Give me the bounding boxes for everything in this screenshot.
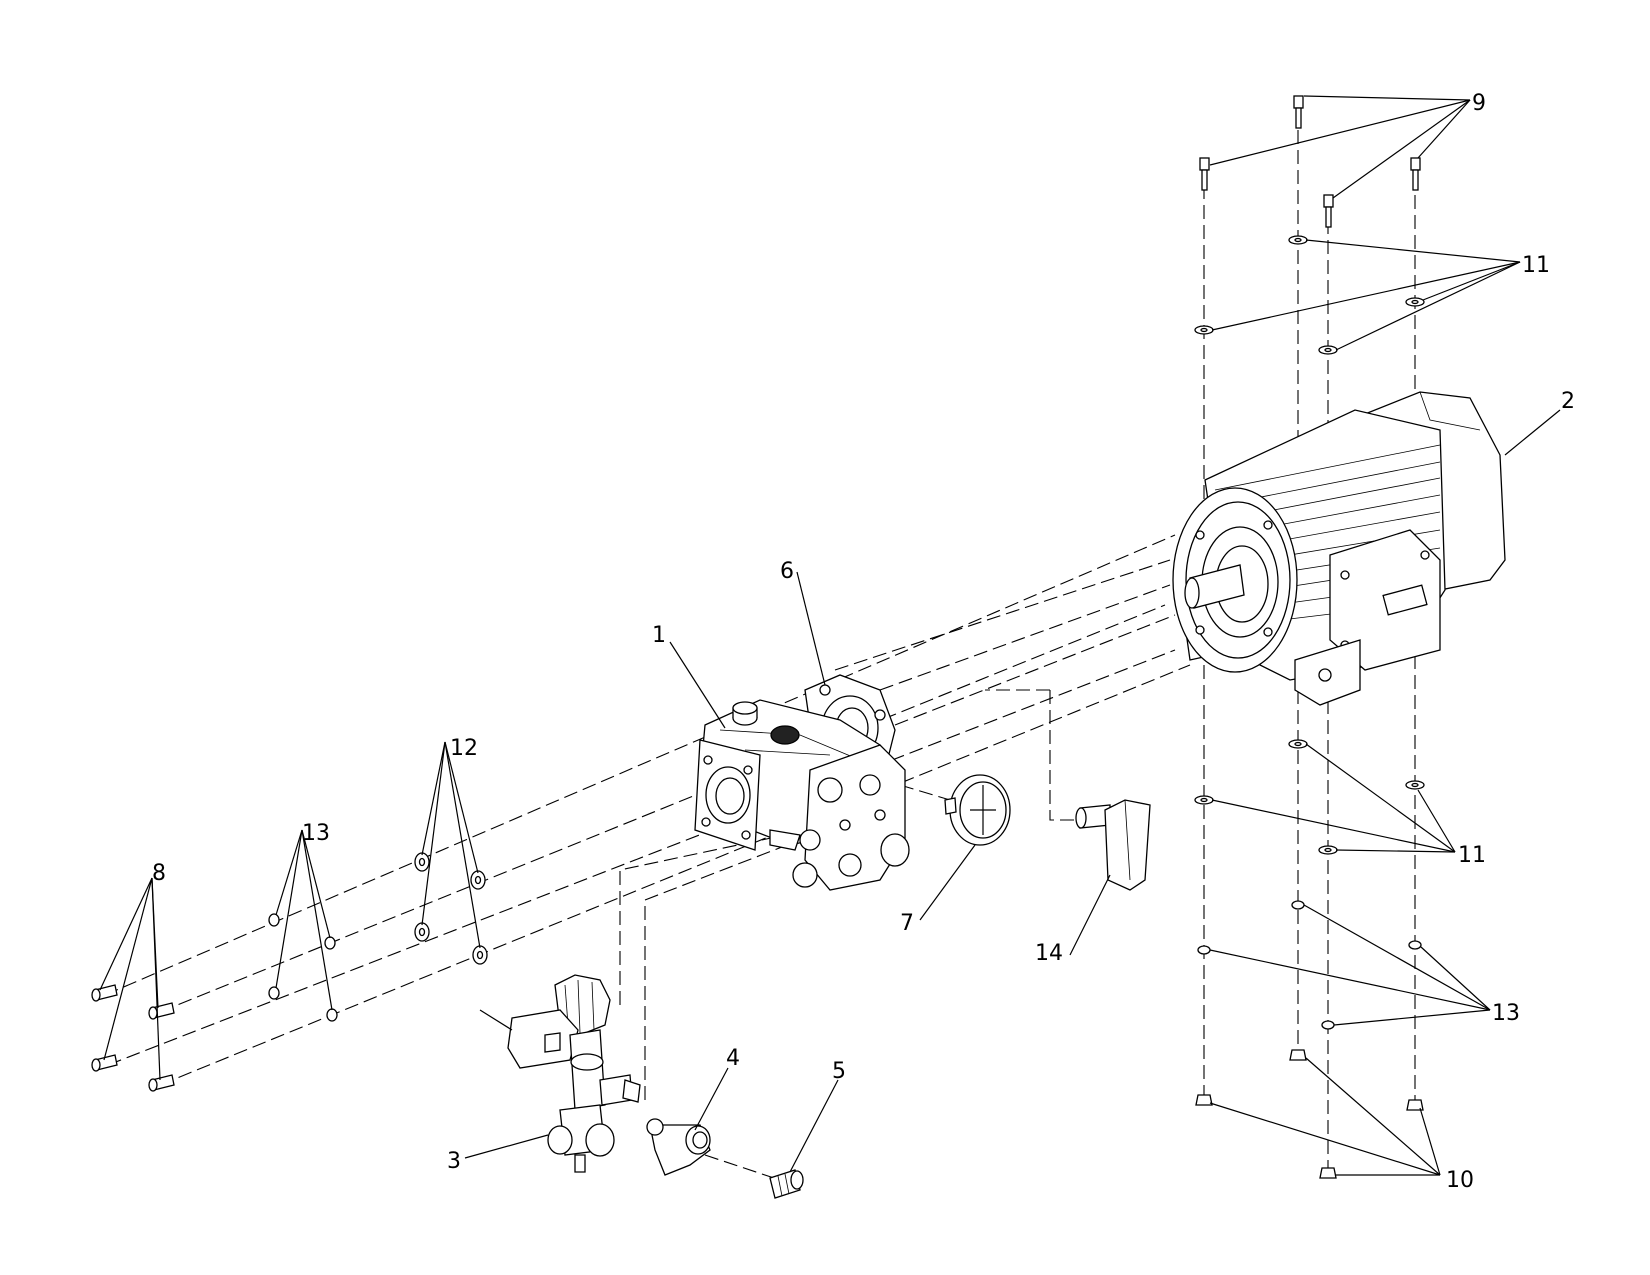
pressure-gauge bbox=[944, 774, 1011, 846]
hose-fitting bbox=[769, 1169, 804, 1199]
washers-11-bottom bbox=[1194, 739, 1425, 855]
nuts-13-right bbox=[1197, 900, 1422, 1030]
callout-13-left: 13 bbox=[302, 821, 330, 846]
unloader-valve bbox=[479, 974, 641, 1173]
callout-2: 2 bbox=[1561, 389, 1575, 414]
shaft-key bbox=[1075, 799, 1151, 891]
callout-12: 12 bbox=[450, 736, 478, 761]
washers-12 bbox=[414, 852, 488, 965]
callout-3: 3 bbox=[447, 1149, 461, 1174]
callout-13-right: 13 bbox=[1492, 1001, 1520, 1026]
callout-6: 6 bbox=[780, 559, 794, 584]
callout-14: 14 bbox=[1035, 941, 1063, 966]
pump-assembly bbox=[694, 674, 910, 891]
washers-11-top bbox=[1194, 235, 1425, 355]
callout-7: 7 bbox=[900, 911, 914, 936]
nuts-10 bbox=[1195, 1049, 1424, 1179]
callout-5: 5 bbox=[832, 1059, 846, 1084]
bolts-9 bbox=[1199, 95, 1421, 228]
callout-10: 10 bbox=[1446, 1168, 1474, 1193]
callout-11-bottom: 11 bbox=[1458, 843, 1486, 868]
callout-labels: 1 2 3 4 5 6 7 8 9 10 11 11 12 13 13 14 bbox=[152, 91, 1575, 1193]
callout-4: 4 bbox=[726, 1046, 740, 1071]
nuts-13-left bbox=[268, 913, 338, 1022]
inline-filter bbox=[646, 1118, 711, 1176]
electric-motor bbox=[1172, 391, 1506, 706]
leader-lines bbox=[99, 95, 1561, 1176]
callout-11-top: 11 bbox=[1522, 253, 1550, 278]
bolts-8 bbox=[91, 984, 175, 1092]
callout-9: 9 bbox=[1472, 91, 1486, 116]
callout-8: 8 bbox=[152, 861, 166, 886]
callout-1: 1 bbox=[652, 623, 666, 648]
